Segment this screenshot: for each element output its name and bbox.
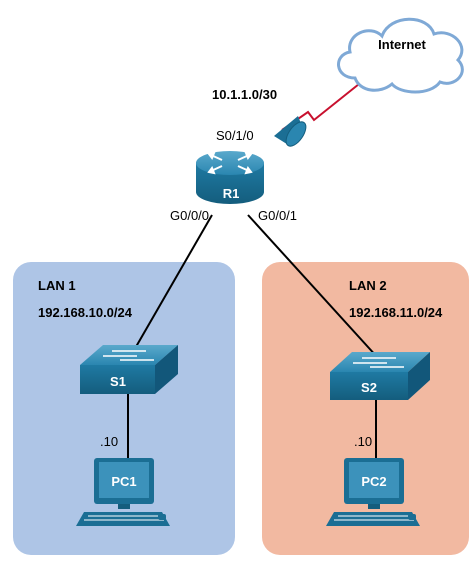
- pc2-label: PC2: [361, 474, 386, 489]
- router-if-left-label: G0/0/0: [170, 208, 209, 223]
- link-r1-s1: [132, 214, 213, 353]
- switch-s1-label: S1: [110, 374, 126, 389]
- lan1-area: [13, 262, 235, 555]
- lan2-network: 192.168.11.0/24: [349, 305, 443, 320]
- pc1-ip-label: .10: [100, 434, 118, 449]
- router-label: R1: [223, 186, 240, 201]
- pc2-ip-label: .10: [354, 434, 372, 449]
- switch-s2-icon: [330, 352, 430, 400]
- serial-dish-icon: [274, 116, 307, 147]
- router-r1-icon: [196, 151, 264, 204]
- lan1-name: LAN 1: [38, 278, 76, 293]
- lan1-network: 192.168.10.0/24: [38, 305, 133, 320]
- router-if-right-label: G0/0/1: [258, 208, 297, 223]
- internet-cloud-icon: [337, 17, 464, 94]
- pc2-icon: [326, 458, 420, 526]
- internet-label: Internet: [378, 37, 426, 52]
- pc1-icon: [76, 458, 170, 526]
- pc1-label: PC1: [111, 474, 136, 489]
- wan-interface-label: S0/1/0: [216, 128, 254, 143]
- switch-s2-label: S2: [361, 380, 377, 395]
- switch-s1-icon: [80, 345, 178, 394]
- lan2-name: LAN 2: [349, 278, 387, 293]
- wan-network-label: 10.1.1.0/30: [212, 87, 277, 102]
- lan2-area: [262, 262, 469, 555]
- link-r1-s2: [247, 214, 379, 359]
